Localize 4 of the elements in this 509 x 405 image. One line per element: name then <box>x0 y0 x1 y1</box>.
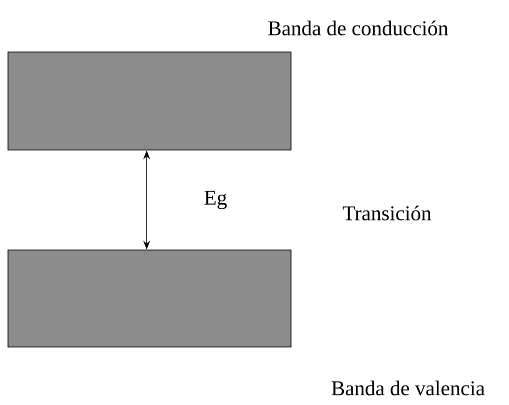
edge-label: Eg <box>204 190 227 210</box>
transition-label: Transición <box>342 206 432 220</box>
band-label: Banda de valencia <box>332 380 485 396</box>
band-label: Banda de conducción <box>268 20 448 36</box>
